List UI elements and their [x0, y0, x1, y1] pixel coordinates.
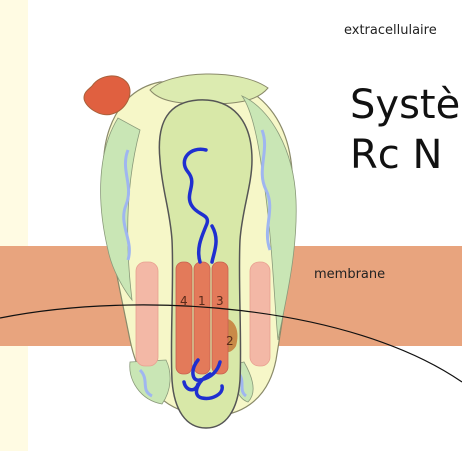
extracellular-label: extracellulaire [344, 23, 437, 38]
bottom-left-lobe [130, 360, 170, 404]
helix-3 [212, 262, 228, 374]
segment-label-3: 3 [216, 294, 224, 308]
segment-label-1: 1 [198, 294, 206, 308]
helix-1 [194, 262, 210, 374]
title-line-1: Systè [350, 85, 460, 125]
title-line-2: Rc N [350, 135, 442, 175]
segment-label-2: 2 [226, 334, 234, 348]
segment-label-4: 4 [180, 294, 188, 308]
helix-4 [176, 262, 192, 374]
membrane-label: membrane [314, 267, 385, 282]
outer-helix-left [136, 262, 158, 366]
